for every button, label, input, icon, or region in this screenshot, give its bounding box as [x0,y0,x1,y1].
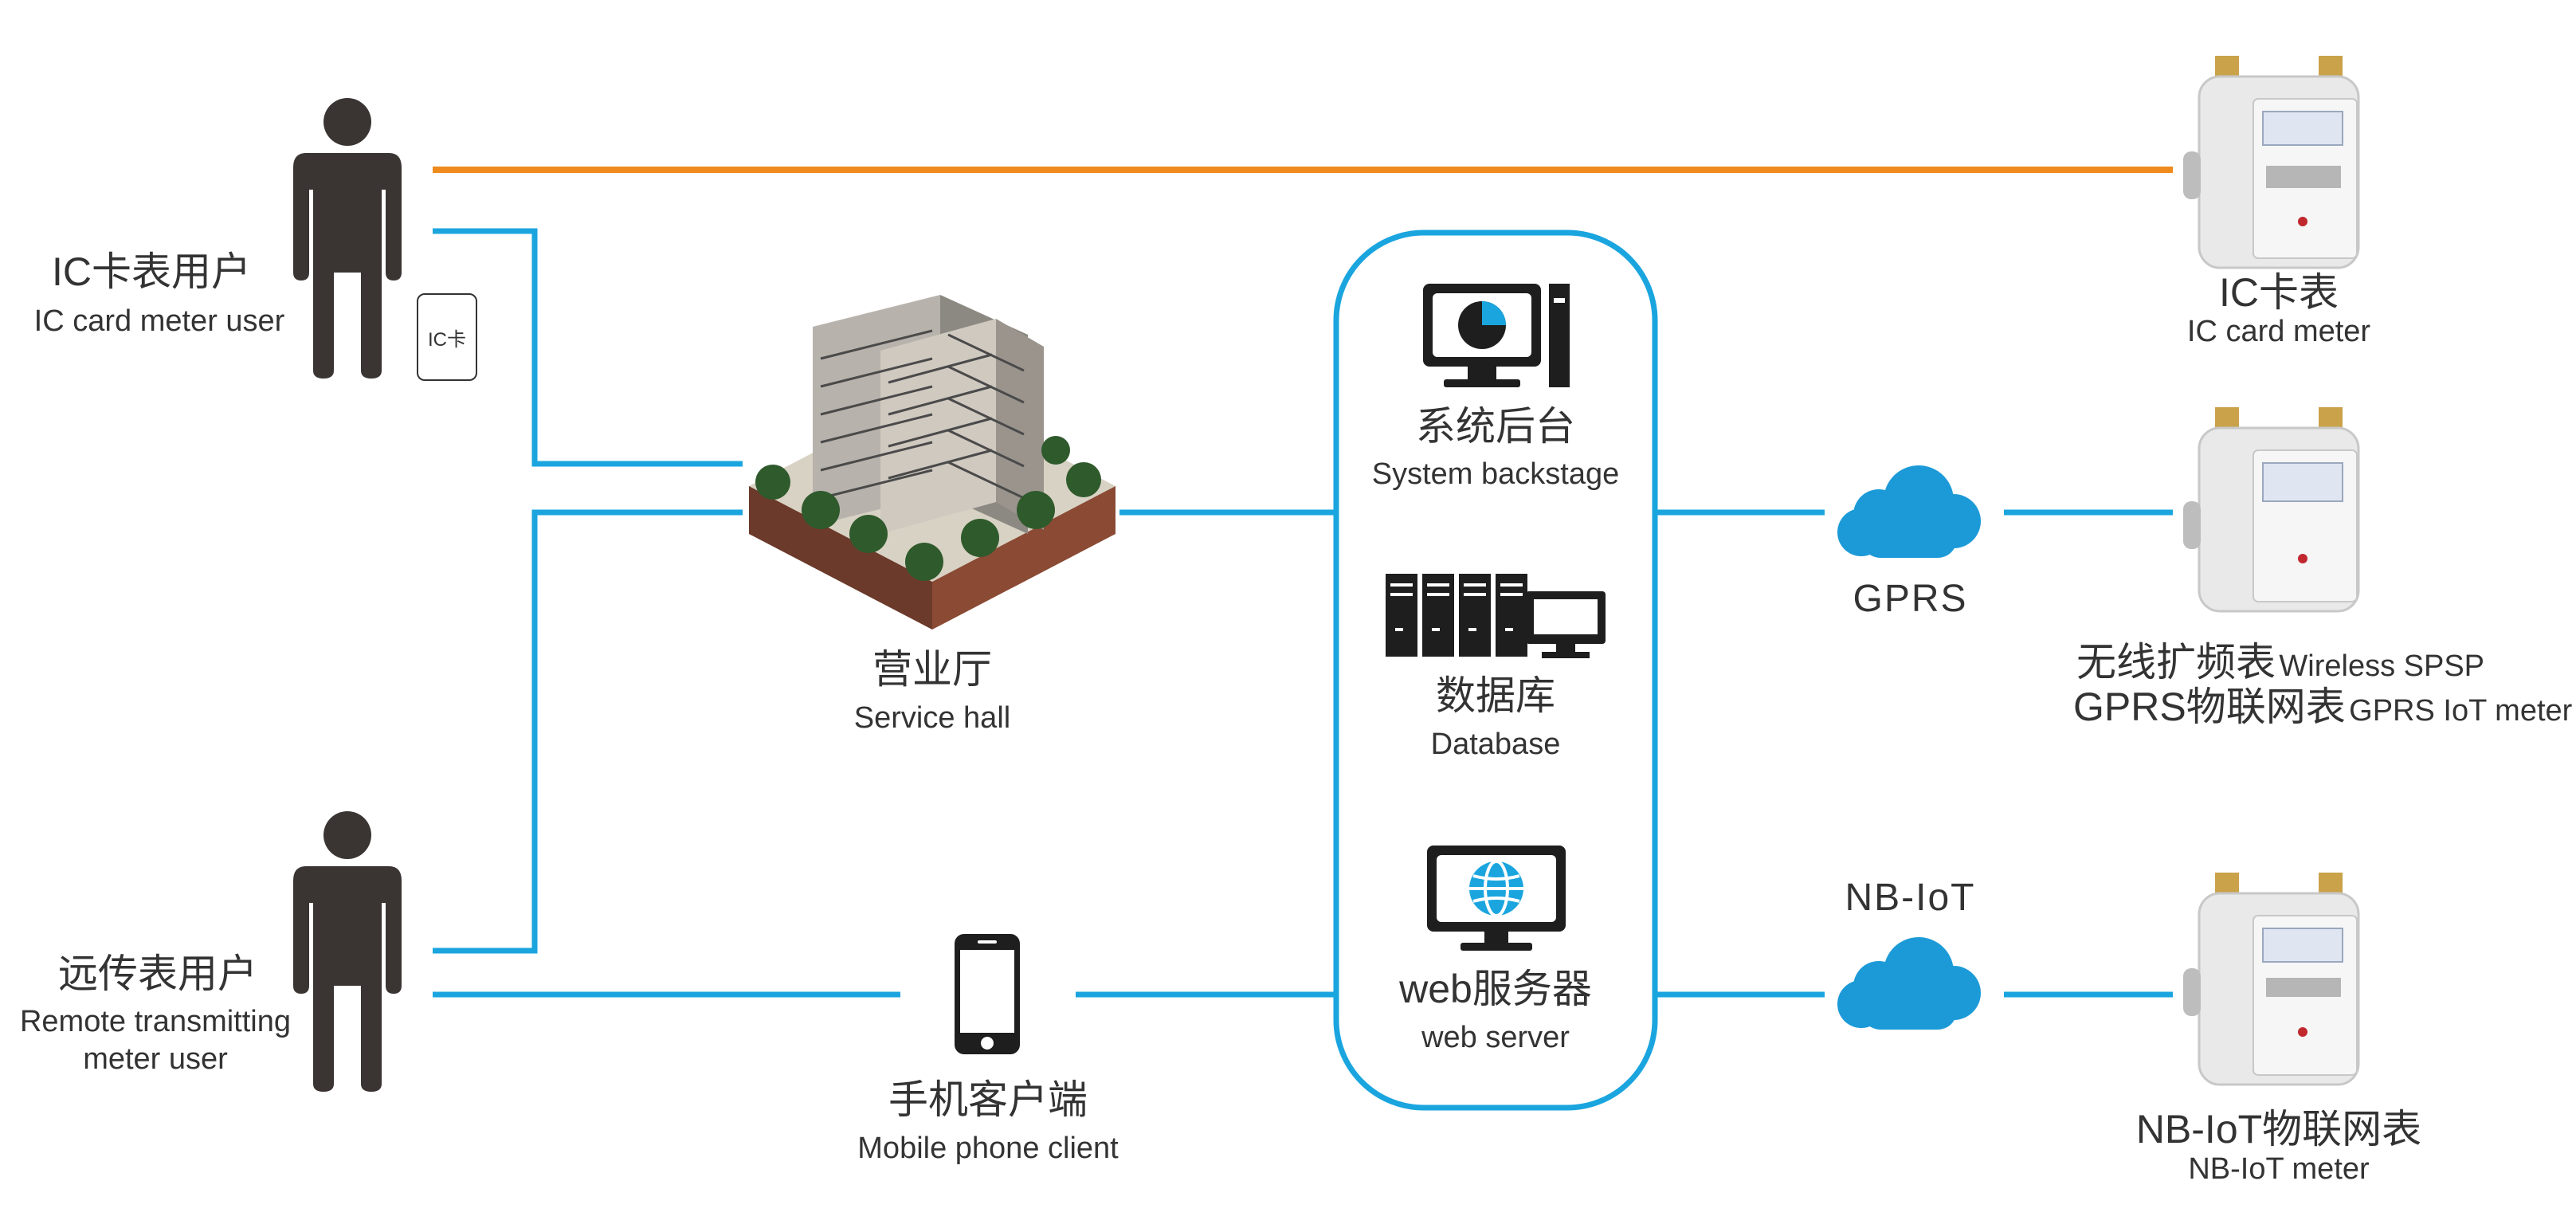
ic-meter-en-label: IC card meter [2186,315,2371,348]
remote-user-cn-label: 远传表用户 [58,951,257,996]
ic-user-en-label: IC card meter user [33,304,285,338]
mobile-client-en-label: Mobile phone client [857,1132,1119,1165]
backstage-en-label: System backstage [1371,457,1620,491]
pie-chart-monitor-icon [1423,284,1570,387]
smartphone-icon [955,934,1020,1054]
gprs-meter-cn-2: GPRS物联网表 [2073,685,2346,729]
nbiot-meter-cn-label: NB-IoT物联网表 [2135,1107,2422,1152]
server-group-box [1333,230,1658,1111]
ic-meter-cn-label: IC卡表 [2219,270,2339,315]
ic-card: IC卡 [417,293,477,381]
database-en-label: Database [1430,728,1561,761]
gprs-meter-en-1: Wireless SPSP [2279,649,2485,683]
mobile-client-cn-label: 手机客户端 [888,1077,1088,1122]
web-server-en-label: web server [1421,1021,1570,1054]
remote-user-to-service-hall-line [433,509,743,954]
ic-user-cn-label: IC卡表用户 [52,249,251,294]
gas-meter-icon [2183,873,2360,1086]
database-cn-label: 数据库 [1436,673,1555,718]
service-hall-cn-label: 营业厅 [872,647,992,692]
backstage-cn-label: 系统后台 [1416,404,1575,449]
server-rack-icon [1386,574,1606,658]
person-icon [293,811,402,1092]
web-server-cn-label: web服务器 [1399,967,1592,1011]
nbiot-label: NB-IoT [1845,877,1976,919]
cloud-icon [1837,465,1981,558]
gas-meter-icon [2183,407,2360,613]
gprs-meter-line-1: 无线扩频表 Wireless SPSP [2073,642,2488,682]
ic-card-label: IC卡 [428,328,466,351]
globe-monitor-icon [1427,846,1566,951]
nbiot-meter-en-label: NB-IoT meter [2188,1152,2370,1186]
cloud-icon [1837,937,1981,1030]
remote-user-en-label-2: meter user [83,1042,228,1076]
office-building-icon [749,295,1115,630]
service-hall-en-label: Service hall [853,701,1011,735]
gprs-label: GPRS [1853,578,1968,620]
remote-user-en-label-1: Remote transmitting [19,1005,291,1038]
gprs-meter-line-2: GPRS物联网表 GPRS IoT meter [2073,685,2572,729]
ic-user-to-service-hall-line [433,228,743,467]
gprs-meter-en-2: GPRS IoT meter [2349,694,2573,728]
gprs-meter-cn-1: 无线扩频表 [2076,640,2276,685]
gas-meter-icon [2183,56,2360,269]
person-icon [293,98,402,379]
